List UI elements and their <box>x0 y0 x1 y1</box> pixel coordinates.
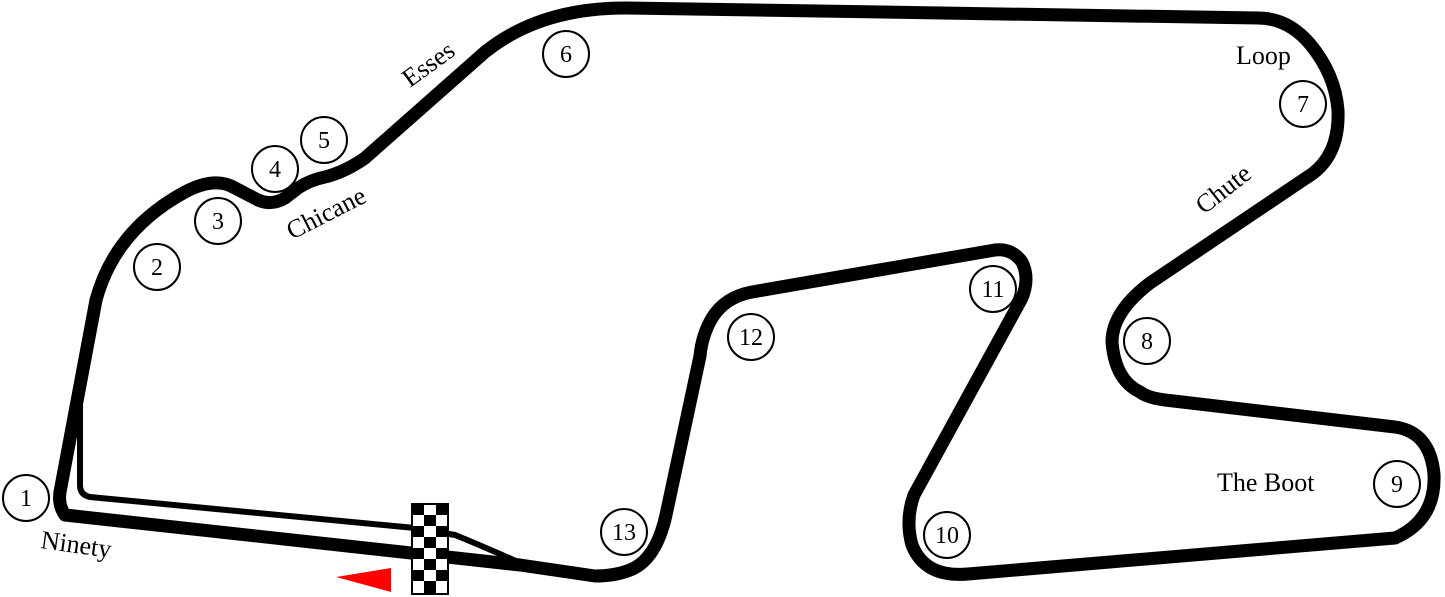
turn-number: 3 <box>212 209 224 235</box>
turn-marker-13: 13 <box>600 508 648 556</box>
turn-marker-2: 2 <box>133 243 181 291</box>
turn-marker-6: 6 <box>542 30 590 78</box>
corner-label-loop: Loop <box>1236 41 1291 70</box>
turn-marker-11: 11 <box>969 265 1017 313</box>
turn-marker-10: 10 <box>923 511 971 559</box>
turn-number: 8 <box>1141 329 1153 355</box>
checkered-flag <box>411 503 449 595</box>
turn-number: 4 <box>269 157 281 183</box>
corner-label-ninety: Ninety <box>39 525 113 564</box>
turn-marker-1: 1 <box>2 474 50 522</box>
turn-number: 11 <box>981 277 1004 303</box>
turn-marker-12: 12 <box>727 313 775 361</box>
turn-number: 7 <box>1297 92 1309 118</box>
turn-marker-5: 5 <box>300 116 348 164</box>
corner-label-the-boot: The Boot <box>1217 468 1315 497</box>
turn-marker-3: 3 <box>194 197 242 245</box>
turn-marker-9: 9 <box>1373 460 1421 508</box>
turn-marker-4: 4 <box>251 145 299 193</box>
turn-marker-8: 8 <box>1123 317 1171 365</box>
turn-marker-7: 7 <box>1279 80 1327 128</box>
direction-arrow-icon <box>336 568 391 592</box>
turn-number: 2 <box>151 255 163 281</box>
turn-number: 13 <box>612 520 636 546</box>
turn-number: 6 <box>560 42 572 68</box>
turn-number: 1 <box>20 486 32 512</box>
turn-number: 9 <box>1391 472 1403 498</box>
turn-number: 10 <box>935 523 959 549</box>
main-track <box>53 1 1441 583</box>
turn-number: 5 <box>318 128 330 154</box>
turn-number: 12 <box>739 325 763 351</box>
